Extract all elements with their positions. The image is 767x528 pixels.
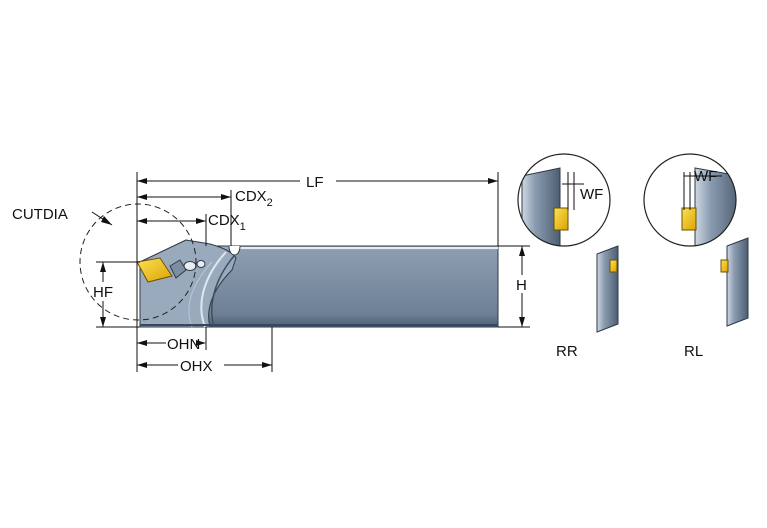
cutdia-arrow [101,216,112,225]
h-label: H [516,277,527,294]
rr-detail-circle [517,153,611,247]
tool-holder [136,239,499,328]
ohx-label: OHX [180,358,213,375]
hf-arrow-top [100,262,106,272]
ohn-label: OHN [167,336,200,353]
rr-side-insert-icon [609,259,618,273]
holder-head [139,239,237,328]
lf-arrow-right [488,178,498,184]
ohx-arrow-left [137,362,147,368]
hf-label: HF [93,284,113,301]
cdx2-label: CDX2 [235,188,273,209]
cdx1-arrow-left [137,218,147,224]
rl-detail-insert-icon [681,207,697,231]
cdx2-arrow-left [137,194,147,200]
ohn-arrow-left [137,340,147,346]
head-curve-1 [200,251,227,328]
cdx2-arrow-right [221,194,231,200]
lf-arrow-left [137,178,147,184]
rr-detail-insert-icon [553,207,569,231]
lf-label: LF [306,174,324,191]
rl-label: RL [684,343,703,360]
rl-side-insert-icon [720,259,729,273]
holder-notch [228,245,241,256]
rl-wf-label: WF [694,168,717,185]
insert-clamp [169,259,187,279]
ohx-arrow-right [262,362,272,368]
rl-detail: WF RL [643,153,749,360]
ohn-arrow-right [196,340,206,346]
rr-label: RR [556,343,578,360]
cdx1-label: CDX1 [208,212,246,233]
rl-detail-circle [643,153,737,247]
head-curve-2 [211,255,235,328]
rr-wf-label: WF [580,186,603,203]
cutdia-label: CUTDIA [12,206,68,223]
clamp-hole-icon [196,260,206,268]
rr-detail: WF RR [517,153,619,360]
rl-side-view [726,237,749,327]
h-arrow-top [519,246,525,256]
rr-side-view [596,245,619,333]
hf-arrow-bottom [100,317,106,327]
head-curve-3 [188,261,213,328]
h-arrow-bottom [519,317,525,327]
cutting-insert-icon [136,257,173,283]
cdx1-arrow-right [196,218,206,224]
cutting-diameter-circle [79,203,197,321]
